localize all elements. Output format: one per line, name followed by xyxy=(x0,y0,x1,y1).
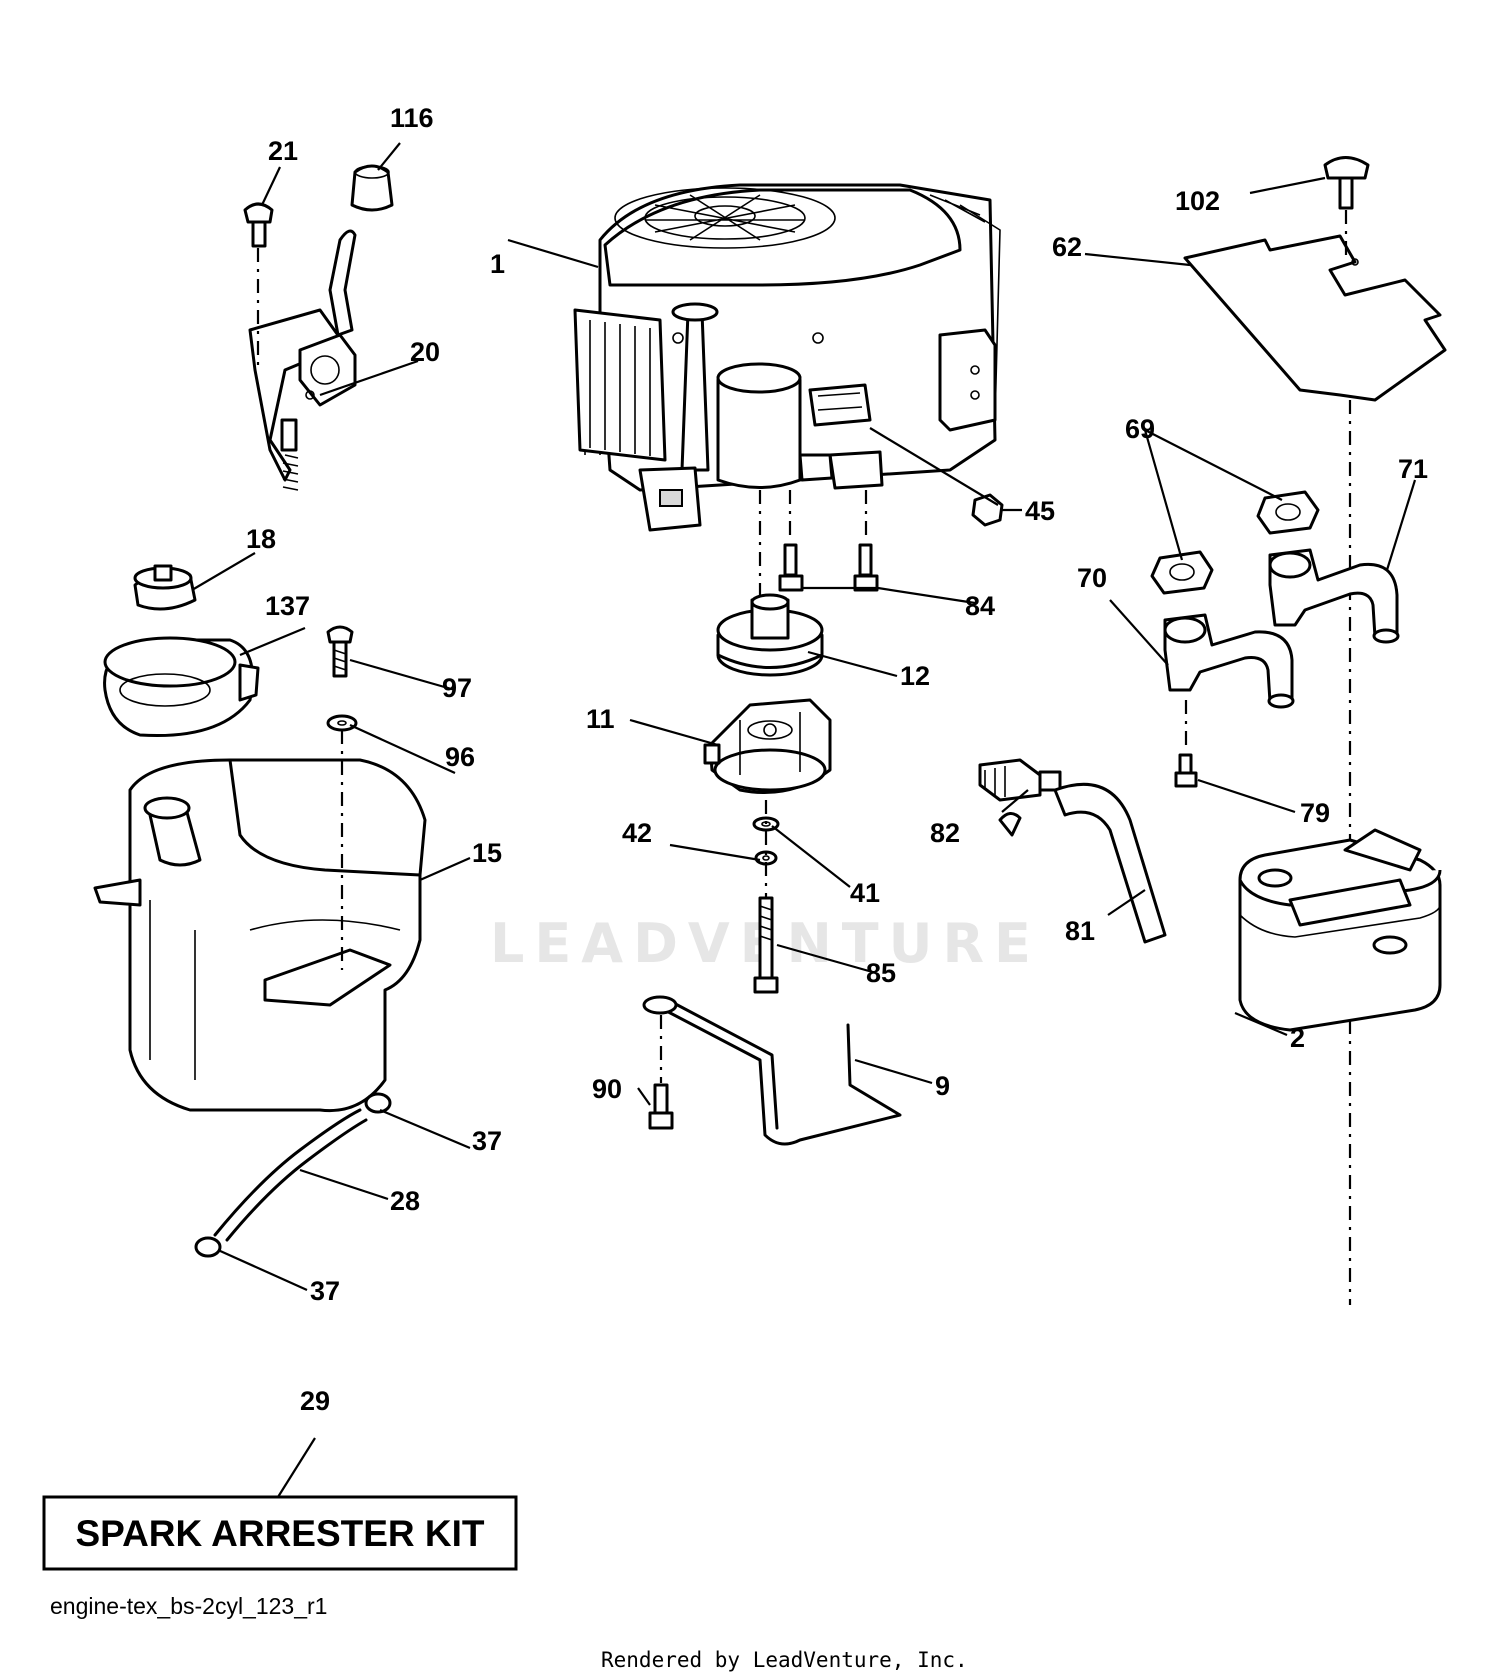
callout-37-lower: 37 xyxy=(310,1276,340,1306)
clamp-part-37-upper xyxy=(364,1092,392,1114)
kit-label-text: SPARK ARRESTER KIT xyxy=(75,1513,484,1554)
fuel-tank-part-15 xyxy=(93,758,427,1113)
callout-21: 21 xyxy=(268,136,298,166)
throttle-control-part-20 xyxy=(248,229,357,491)
callout-41: 41 xyxy=(850,878,880,908)
callout-28: 28 xyxy=(390,1186,420,1216)
callout-85: 85 xyxy=(866,958,896,988)
callout-70: 70 xyxy=(1077,563,1107,593)
gasket-part-69-lower xyxy=(1150,550,1214,595)
fuel-hose-part-28 xyxy=(213,1108,368,1242)
washer-part-96 xyxy=(326,714,358,732)
screw-part-97 xyxy=(326,625,354,678)
pulley-part-12 xyxy=(716,593,824,677)
bolts-part-84 xyxy=(778,490,879,592)
callout-42: 42 xyxy=(622,818,652,848)
callout-15: 15 xyxy=(472,838,502,868)
diagram-caption: engine-tex_bs-2cyl_123_r1 xyxy=(50,1593,327,1619)
pto-clutch-part-11 xyxy=(703,698,832,794)
callout-81: 81 xyxy=(1065,916,1095,946)
callout-116: 116 xyxy=(390,103,434,133)
heat-shield-part-62 xyxy=(1183,234,1447,402)
callout-12: 12 xyxy=(900,661,930,691)
screw-part-21 xyxy=(243,202,274,370)
fuel-valve-part-82 xyxy=(978,758,1062,837)
gasket-part-69-upper xyxy=(1256,490,1320,535)
fuel-cap-part-18 xyxy=(133,564,197,611)
kit-label-box xyxy=(42,1495,518,1571)
callout-96: 96 xyxy=(445,742,475,772)
callout-11: 11 xyxy=(586,704,615,734)
rendered-by-text: Rendered by LeadVenture, Inc. xyxy=(601,1648,968,1672)
callout-29: 29 xyxy=(300,1386,330,1416)
exhaust-pipe-part-71 xyxy=(1268,548,1400,644)
callout-71: 71 xyxy=(1398,454,1428,484)
callout-2: 2 xyxy=(1290,1023,1305,1053)
bracket-part-9 xyxy=(642,995,902,1146)
exhaust-pipe-part-70 xyxy=(1163,613,1295,709)
fuel-hose-part-81 xyxy=(1053,782,1167,944)
screw-part-79 xyxy=(1174,700,1198,788)
fuel-tank-cover-part-137 xyxy=(103,636,260,738)
screw-part-102 xyxy=(1323,156,1370,260)
bolt-part-90 xyxy=(648,1015,674,1130)
callout-84: 84 xyxy=(965,591,995,621)
callout-137: 137 xyxy=(265,591,310,621)
callout-97: 97 xyxy=(442,673,472,703)
callout-62: 62 xyxy=(1052,232,1082,262)
callout-82: 82 xyxy=(930,818,960,848)
callout-18: 18 xyxy=(246,524,276,554)
knob-part-116 xyxy=(350,164,394,212)
leader-lines xyxy=(191,142,1417,1498)
callout-45: 45 xyxy=(1025,496,1055,526)
callout-79: 79 xyxy=(1300,798,1330,828)
callout-102: 102 xyxy=(1175,186,1220,216)
callout-37-upper: 37 xyxy=(472,1126,502,1156)
engine-part-1 xyxy=(573,183,1001,532)
clamp-part-37-lower xyxy=(194,1236,222,1258)
callout-69: 69 xyxy=(1125,414,1155,444)
callout-1: 1 xyxy=(490,249,505,279)
muffler-part-2 xyxy=(1238,828,1442,1032)
callout-90: 90 xyxy=(592,1074,622,1104)
callout-9: 9 xyxy=(935,1071,950,1101)
callout-20: 20 xyxy=(410,337,440,367)
